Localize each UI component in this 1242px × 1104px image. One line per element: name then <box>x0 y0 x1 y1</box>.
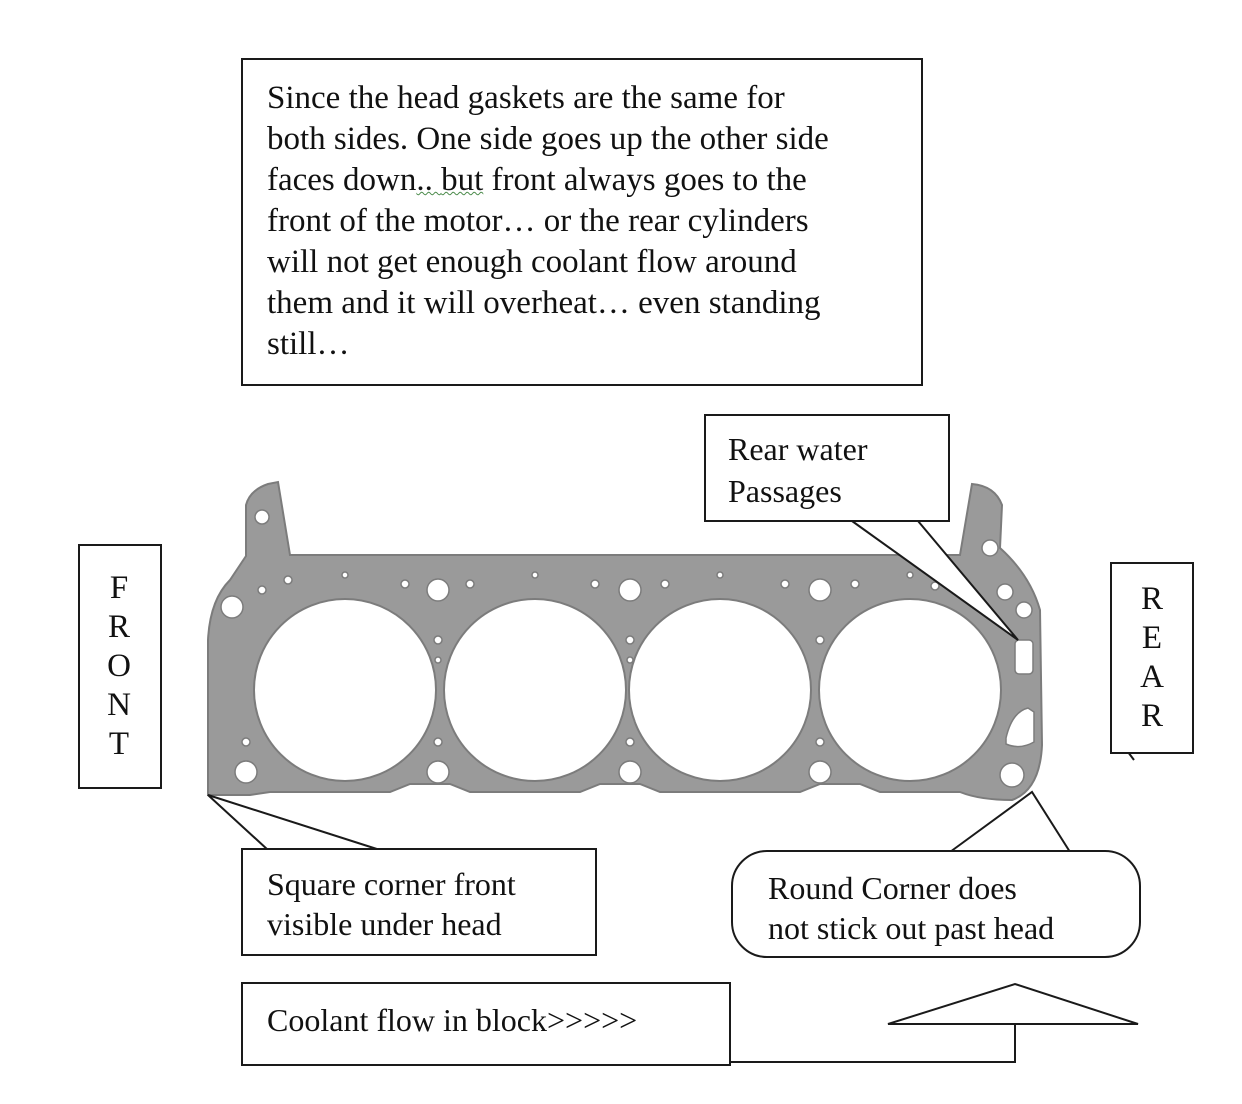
cylinder-bore-1 <box>253 598 437 782</box>
coolant-arrow <box>730 982 1139 1063</box>
round-corner-callout: Round Corner does not stick out past hea… <box>731 850 1141 958</box>
water-passage <box>433 737 443 747</box>
bolt-hole <box>996 583 1014 601</box>
front-letter: T <box>108 726 132 762</box>
bolt-hole <box>220 595 244 619</box>
note-line: both sides. One side goes up the other s… <box>267 121 829 157</box>
bolt-hole <box>234 760 258 784</box>
front-letter: N <box>107 687 133 723</box>
water-passage <box>341 571 349 579</box>
cylinder-bore-2 <box>443 598 627 782</box>
callout-line: Square corner front <box>267 866 516 902</box>
water-passage <box>930 581 940 591</box>
water-passage <box>906 571 914 579</box>
front-letter: O <box>107 648 133 684</box>
round-corner-pointer <box>946 790 1072 853</box>
water-passage <box>400 579 410 589</box>
rear-letter: R <box>1140 581 1163 617</box>
water-passage <box>625 635 635 645</box>
water-passage <box>850 579 860 589</box>
bolt-hole <box>808 760 832 784</box>
water-passage <box>780 579 790 589</box>
rear-water-callout: Rear water Passages <box>704 414 950 522</box>
water-passage <box>283 575 293 585</box>
bolt-hole <box>426 578 450 602</box>
rear-label: R E A R <box>1110 562 1194 754</box>
bolt-hole <box>618 578 642 602</box>
water-passage <box>626 656 634 664</box>
water-passage <box>241 737 251 747</box>
rear-letter: R <box>1140 698 1163 734</box>
rear-letter: E <box>1141 620 1163 656</box>
bolt-hole <box>426 760 450 784</box>
cylinder-bore-4 <box>818 598 1002 782</box>
note-line: them and it will overheat… even standing <box>267 285 821 321</box>
bolt-hole <box>999 762 1025 788</box>
note-line: Since the head gaskets are the same for <box>267 80 785 116</box>
water-passage <box>625 737 635 747</box>
water-passage <box>434 656 442 664</box>
square-corner-callout: Square corner front visible under head <box>241 848 597 956</box>
water-passage <box>531 571 539 579</box>
water-passage <box>815 635 825 645</box>
water-passage <box>465 579 475 589</box>
square-corner-pointer <box>207 794 381 851</box>
note-line: front of the motor… or the rear cylinder… <box>267 203 809 239</box>
callout-pointers <box>207 520 1139 1063</box>
rear-water-passage <box>1005 707 1035 748</box>
callout-line: Round Corner does <box>768 870 1017 906</box>
callout-line: Rear water <box>728 431 868 467</box>
note-line: still… <box>267 326 350 362</box>
bolt-hole <box>254 509 270 525</box>
coolant-flow-label: Coolant flow in block>>>>> <box>241 982 731 1066</box>
gasket-orientation-note: Since the head gaskets are the same for … <box>241 58 923 386</box>
water-passage <box>716 571 724 579</box>
callout-line: not stick out past head <box>768 910 1055 946</box>
rear-water-passage <box>1014 639 1034 675</box>
rear-letter: A <box>1140 659 1164 695</box>
front-letter: F <box>109 570 131 606</box>
bolt-hole <box>808 578 832 602</box>
callout-line: visible under head <box>267 906 502 942</box>
coolant-flow-text: Coolant flow in block>>>>> <box>267 1002 638 1038</box>
note-line: will not get enough coolant flow around <box>267 244 797 280</box>
cylinder-bore-3 <box>628 598 812 782</box>
bolt-hole <box>1015 601 1033 619</box>
note-line: faces down.. but front always goes to th… <box>267 162 807 198</box>
gasket-holes <box>220 509 1035 788</box>
water-passage <box>590 579 600 589</box>
front-letter: R <box>107 609 132 645</box>
bolt-hole <box>981 539 999 557</box>
water-passage <box>257 585 267 595</box>
bolt-hole <box>618 760 642 784</box>
front-label: F R O N T <box>78 544 162 789</box>
water-passage <box>660 579 670 589</box>
water-passage <box>815 737 825 747</box>
callout-line: Passages <box>728 473 842 509</box>
water-passage <box>433 635 443 645</box>
